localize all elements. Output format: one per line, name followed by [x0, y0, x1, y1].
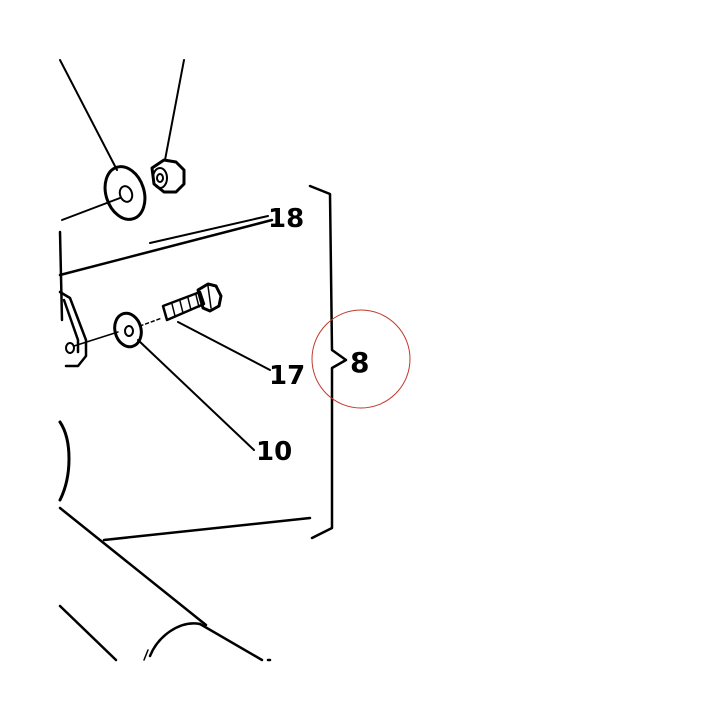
lower-washer — [113, 311, 143, 349]
upper-nut — [150, 158, 186, 194]
upper-washer — [61, 165, 147, 221]
callout-18: 18 — [268, 204, 304, 234]
callout-17: 17 — [269, 361, 305, 391]
leader-line-18 — [149, 215, 269, 244]
assembly-brace — [308, 184, 348, 540]
tube-part — [58, 420, 312, 662]
bracket-plate — [58, 218, 274, 368]
highlight-circle — [311, 309, 411, 409]
callout-8: 8 — [350, 346, 369, 379]
callout-10: 10 — [256, 437, 292, 467]
bolt — [139, 282, 223, 327]
upper-leader-lines — [59, 59, 185, 171]
leader-line-17 — [177, 321, 271, 371]
leader-line-10 — [137, 339, 255, 451]
